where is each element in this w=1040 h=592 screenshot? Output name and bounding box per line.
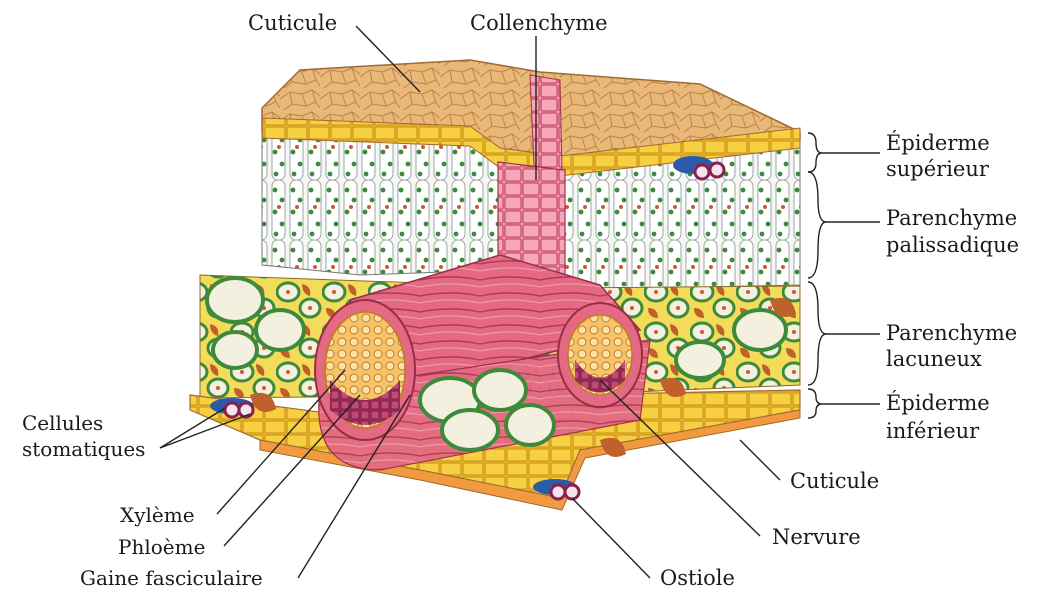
brace-epiderme-inf [808, 389, 822, 418]
label-lacuneux-1: Parenchyme [886, 320, 1017, 346]
label-cuticule-top: Cuticule [248, 10, 337, 36]
brace-lacuneux [808, 282, 826, 385]
label-xyleme: Xylème [120, 502, 195, 528]
leader-ostiole [572, 498, 650, 578]
label-phloeme: Phloème [118, 534, 205, 560]
brace-epiderme-sup [808, 133, 822, 172]
label-epiderme-inf-1: Épiderme [886, 390, 990, 416]
label-gaine-fasciculaire: Gaine fasciculaire [80, 565, 263, 591]
label-ostiole: Ostiole [660, 565, 735, 591]
brace-palissadique [808, 172, 826, 278]
leader-cuticule-bottom [740, 440, 780, 480]
label-epiderme-sup-1: Épiderme [886, 130, 990, 156]
label-lacuneux-2: lacuneux [886, 346, 982, 372]
label-epiderme-inf-2: inférieur [886, 418, 979, 444]
collenchyme-top [530, 75, 562, 170]
vein-cross-section-right [558, 303, 642, 407]
label-epiderme-sup-2: supérieur [886, 156, 989, 182]
label-cuticule-bottom: Cuticule [790, 468, 879, 494]
label-palissadique-1: Parenchyme [886, 205, 1017, 231]
label-collenchyme: Collenchyme [470, 10, 608, 36]
vein-cross-section-left [315, 300, 415, 440]
label-cellules-1: Cellules [22, 410, 103, 436]
label-cellules-2: stomatiques [22, 436, 145, 462]
leader-cellules-b [160, 414, 250, 448]
label-palissadique-2: palissadique [886, 232, 1019, 258]
label-nervure: Nervure [772, 524, 861, 550]
leader-cellules-a [160, 408, 225, 448]
